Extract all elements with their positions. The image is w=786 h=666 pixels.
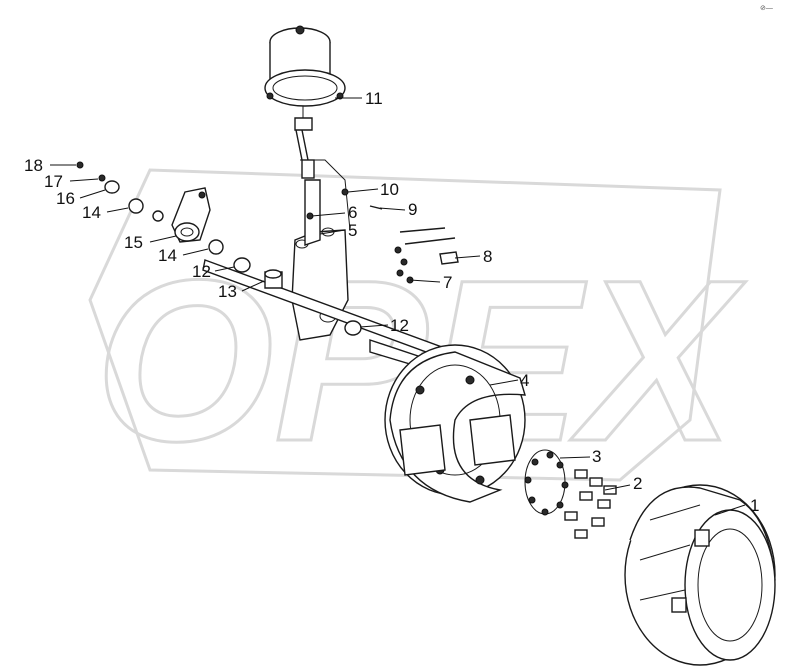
callout-18: 18 [24,156,43,175]
callout-15: 15 [124,233,143,252]
brake-shoe-assembly [384,344,526,503]
callout-13: 13 [218,282,237,301]
callout-1: 1 [750,496,759,515]
brake-chamber [264,25,346,179]
callout-2: 2 [633,474,642,493]
wheel-bolts [564,469,617,539]
washers-left [76,161,362,336]
callout-11: 11 [365,89,383,108]
callout-17: 17 [44,172,63,191]
abs-ring [524,449,569,516]
slack-adjuster [171,187,211,243]
callout-12-left: 12 [192,262,211,281]
callout-16: 16 [56,189,75,208]
callout-4: 4 [520,371,529,390]
leader-lines [50,97,746,516]
callout-10: 10 [380,180,399,199]
callout-12-right: 12 [390,316,409,335]
corner-mark: ⊘— [760,5,773,12]
callout-3: 3 [592,447,601,466]
callout-5: 5 [348,221,357,240]
callout-14-lower: 14 [158,246,177,265]
brake-drum [624,484,776,666]
callout-14-upper: 14 [82,203,101,222]
callout-7: 7 [443,273,452,292]
callout-6: 6 [348,203,357,222]
callout-labels: 1 2 3 4 5 6 7 8 9 10 11 12 12 13 14 14 1… [24,89,759,515]
callout-8: 8 [483,247,492,266]
callout-9: 9 [408,200,417,219]
